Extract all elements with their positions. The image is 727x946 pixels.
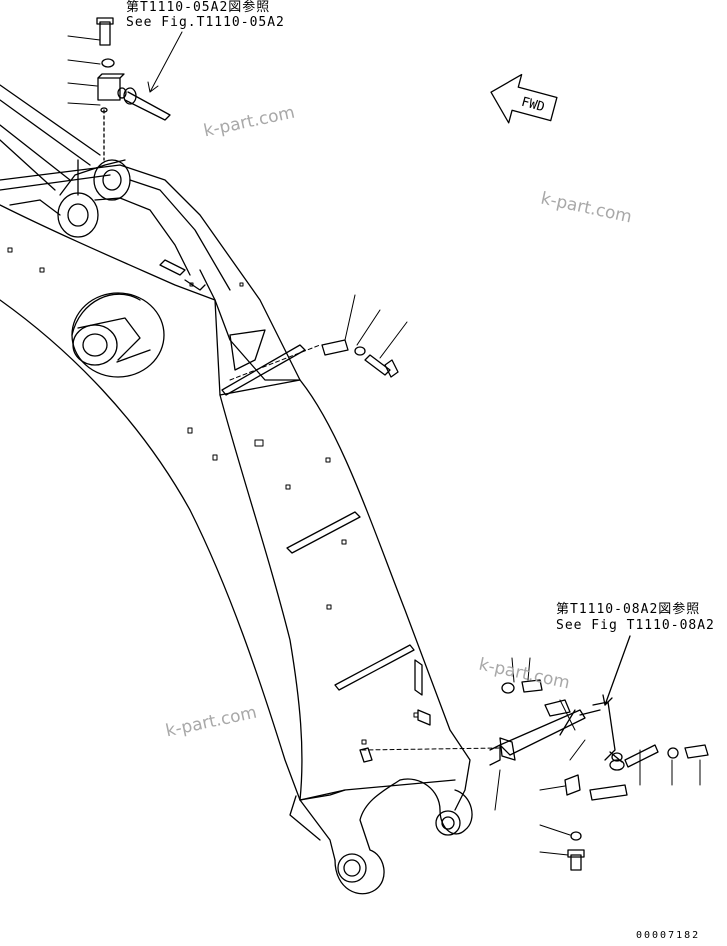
top-ref-ja: 第T1110-05A2図参照: [126, 0, 271, 15]
fwd-arrow-icon: FWD: [490, 73, 558, 124]
lower-parts-cluster: [361, 635, 709, 871]
fwd-label: FWD: [520, 95, 547, 116]
cylinder-mount: [71, 292, 165, 378]
bottom-ref-ja: 第T1110-08A2図参照: [556, 602, 701, 617]
boom-foot-bosses: [0, 84, 266, 371]
bottom-ref-en: See Fig T1110-08A2: [556, 618, 715, 633]
hose-clamp-strips: [221, 344, 431, 763]
top-parts: [96, 17, 171, 161]
top-ref-en: See Fig.T1110-05A2: [126, 15, 285, 30]
drawing-serial: 00007182: [636, 930, 701, 941]
boom-body: [0, 164, 473, 895]
side-holes: [7, 247, 419, 745]
leader-lines-top: [67, 31, 183, 106]
clamp-bracket-parts: [229, 294, 408, 381]
